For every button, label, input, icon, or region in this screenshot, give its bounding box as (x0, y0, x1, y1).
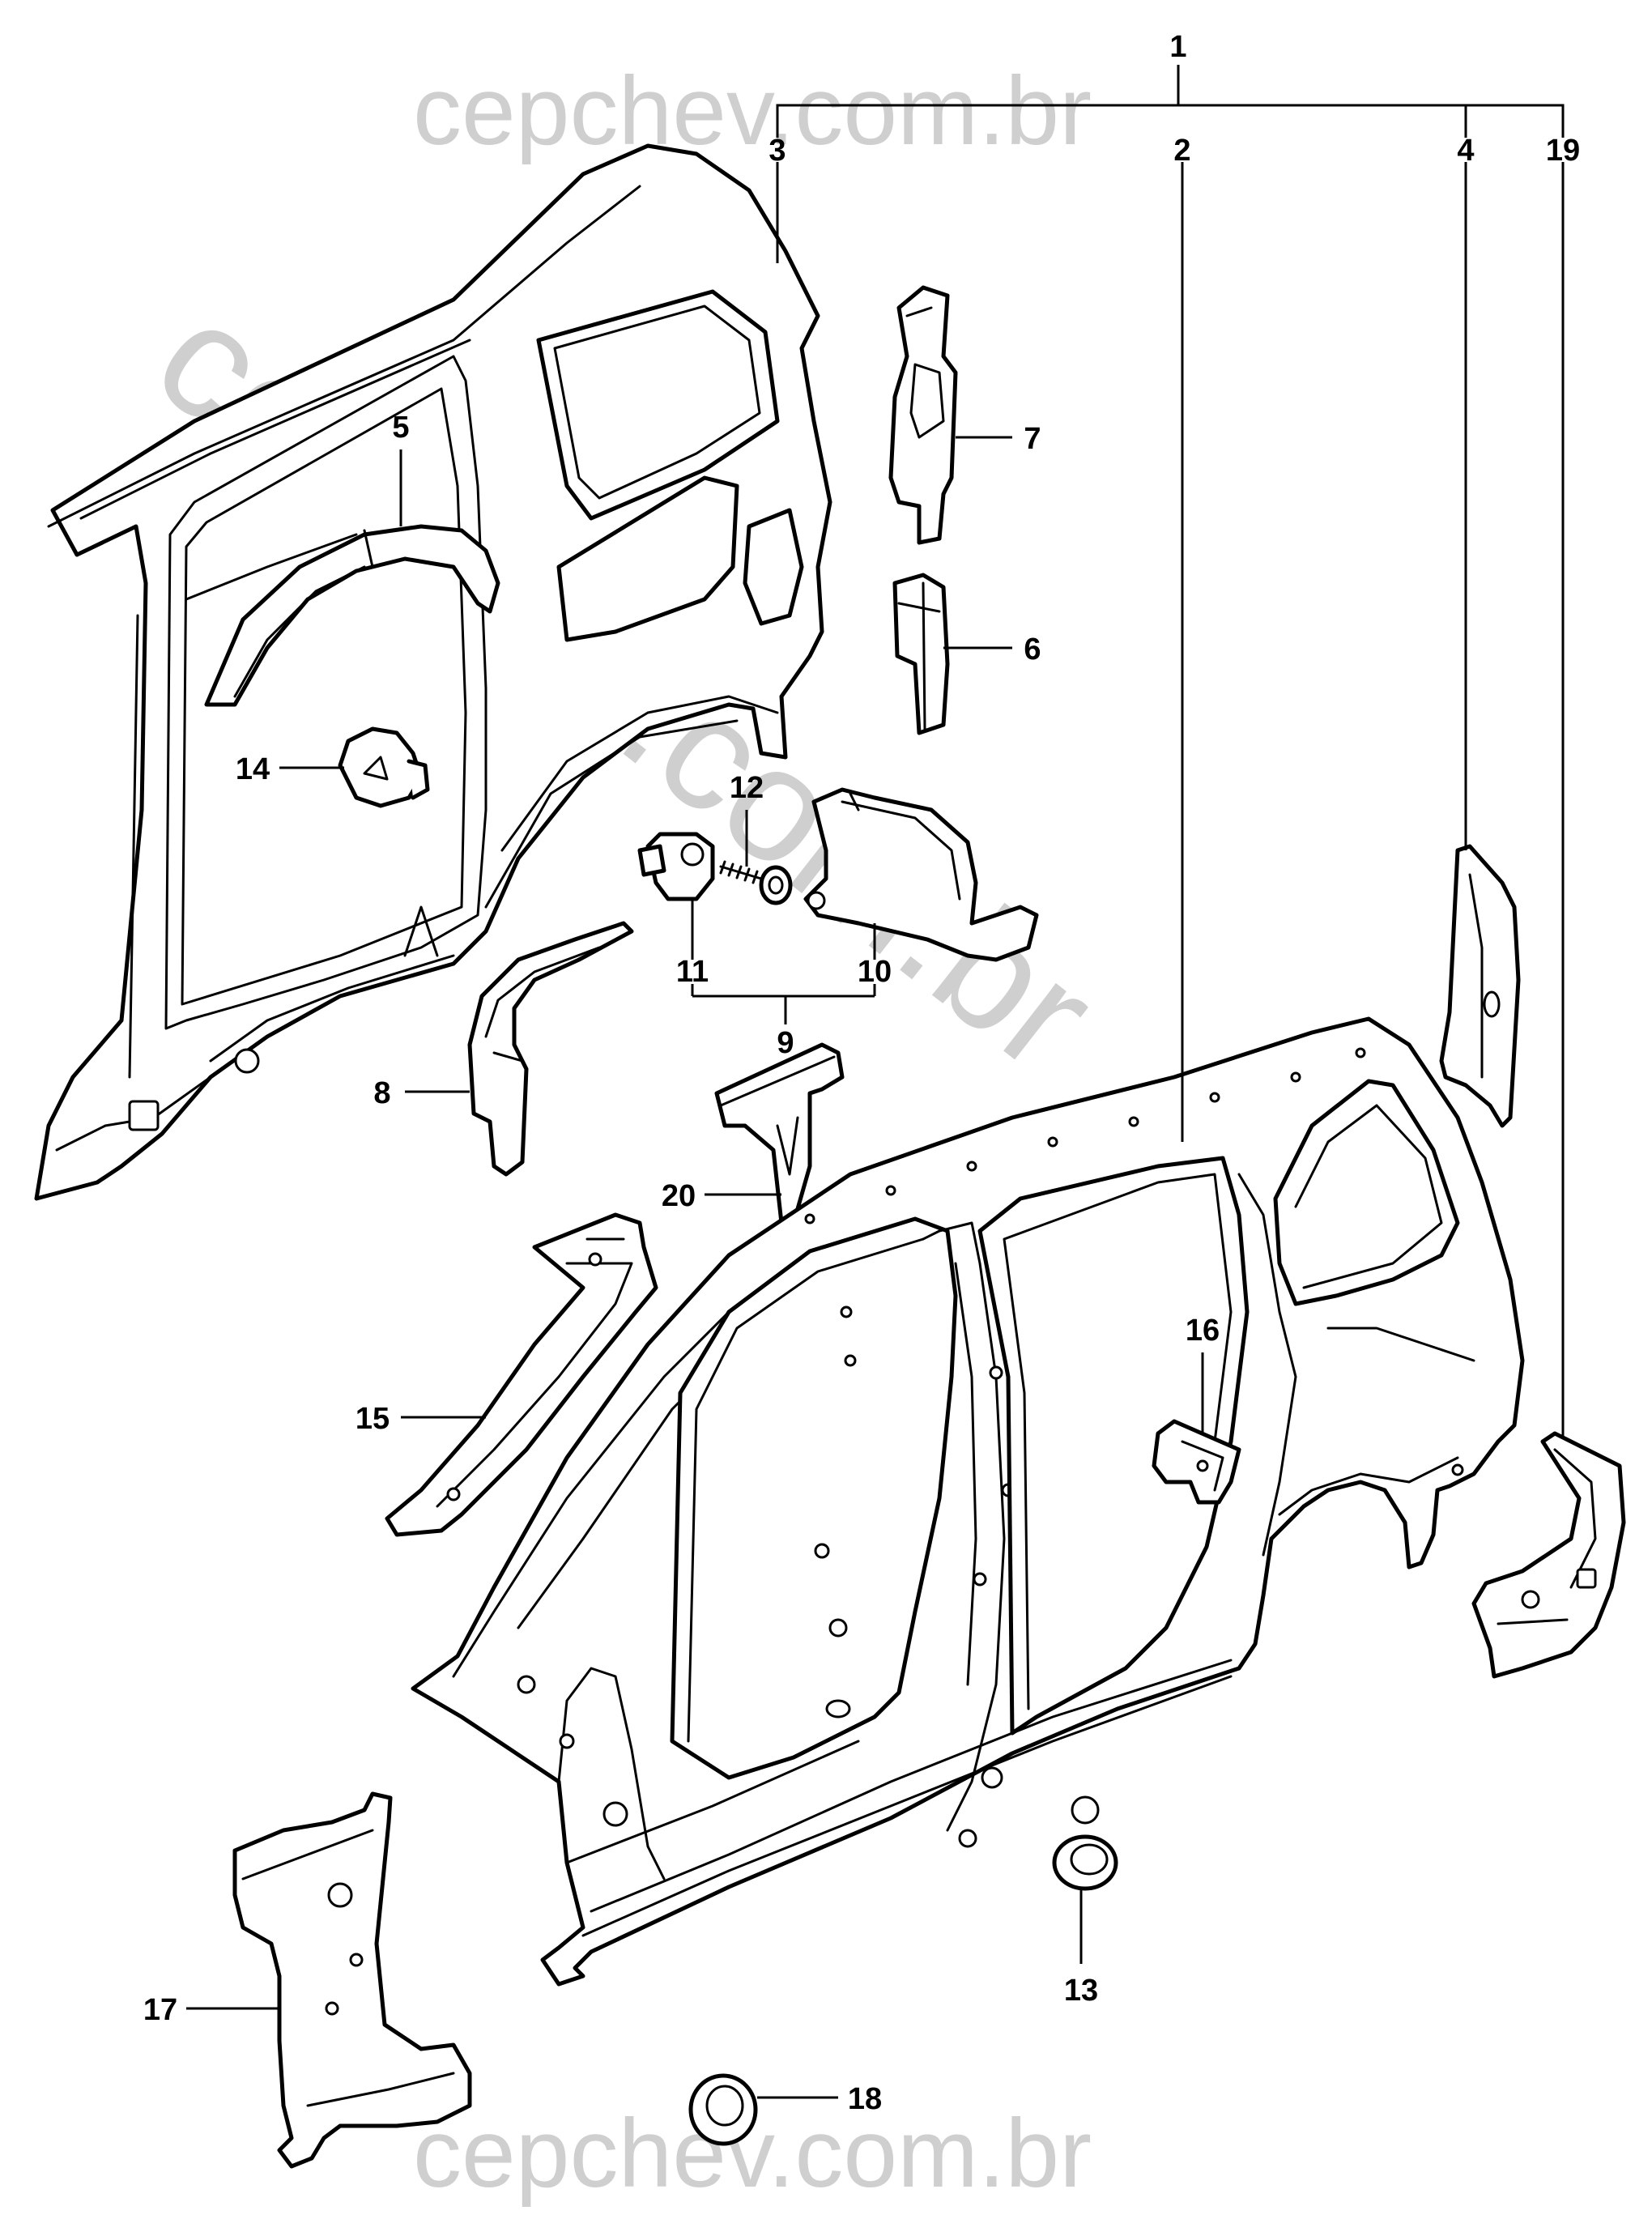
front-pillar-lower-17 (232, 1791, 472, 2169)
screw-12 (719, 860, 793, 905)
callout-11: 11 (676, 955, 709, 989)
plug-14 (338, 726, 430, 808)
side-frame-assembly (411, 1016, 1525, 1987)
grommet-18 (688, 2073, 758, 2146)
callout-12: 12 (730, 771, 764, 805)
callout-10: 10 (858, 955, 892, 989)
callout-16: 16 (1186, 1314, 1220, 1348)
grommet-13 (1052, 1834, 1118, 1891)
callout-2: 2 (1173, 134, 1190, 168)
callout-3: 3 (769, 134, 786, 168)
callout-14: 14 (236, 752, 270, 786)
inner-bracket-10 (803, 787, 1039, 962)
leader-lines (186, 65, 1565, 2099)
bracket-7 (888, 285, 958, 545)
bracket-6 (892, 573, 950, 735)
rear-wheelhouse-19 (1471, 1431, 1626, 1679)
bracket-16 (1152, 1419, 1241, 1505)
callout-8: 8 (373, 1076, 390, 1110)
clip-11 (637, 832, 715, 901)
arch-reinforcement-8 (467, 921, 634, 1177)
wheel-arch-strip (185, 524, 500, 707)
callout-15: 15 (356, 1402, 390, 1436)
pillar-reinforcement-4 (1439, 844, 1521, 1128)
callout-4: 4 (1457, 134, 1474, 168)
callout-6: 6 (1024, 632, 1041, 667)
callout-1: 1 (1169, 30, 1186, 64)
callout-19: 19 (1546, 134, 1580, 168)
rear-quarter-outer-panel (34, 143, 832, 1201)
callout-5: 5 (392, 411, 409, 445)
callout-13: 13 (1064, 1974, 1098, 2008)
callout-7: 7 (1024, 422, 1041, 456)
watermark-top: cepchev.com.br (413, 57, 1092, 165)
callout-9: 9 (777, 1026, 794, 1060)
roof-rail-bracket-20 (714, 1042, 845, 1225)
callout-18: 18 (848, 2082, 882, 2116)
callout-20: 20 (662, 1179, 696, 1213)
callout-17: 17 (143, 1993, 177, 2027)
a-pillar-inner-15 (385, 1212, 658, 1537)
